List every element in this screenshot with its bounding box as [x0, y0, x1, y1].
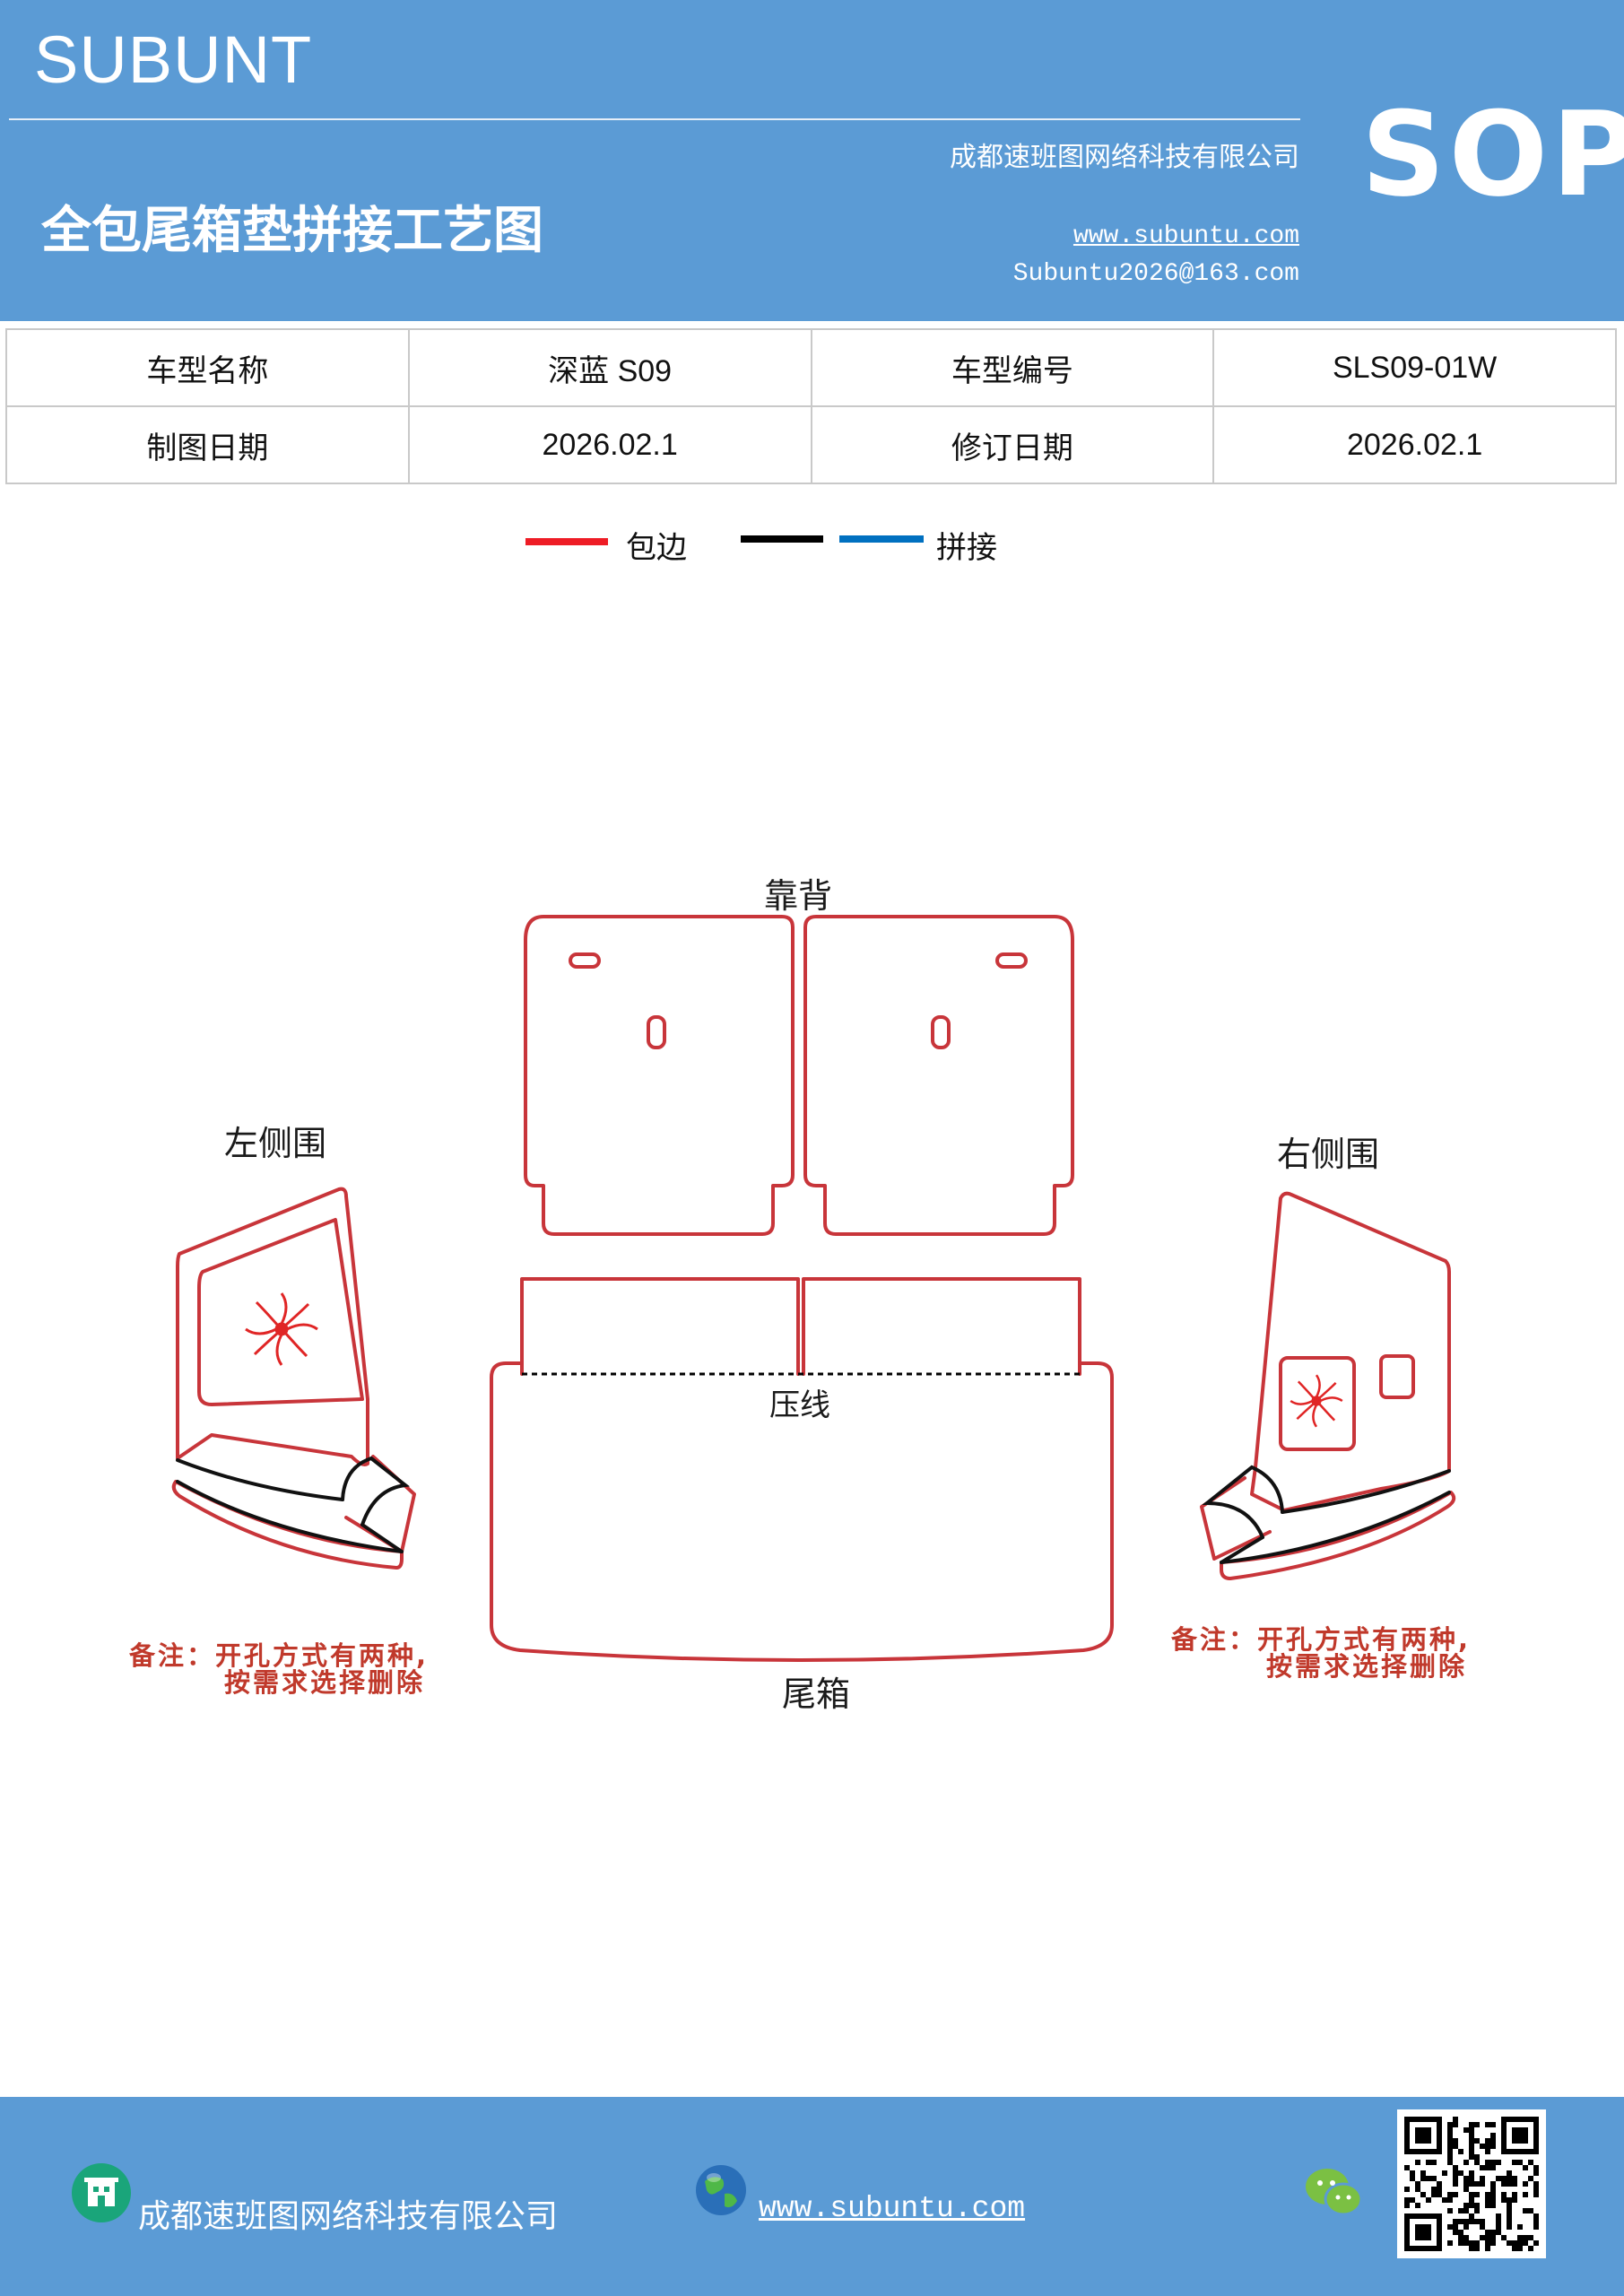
left-side-splice	[176, 1456, 411, 1553]
revise-date-value: 2026.02.1	[1212, 405, 1617, 484]
left-note-line2: 按需求选择删除	[224, 1667, 425, 1698]
table-row: 车型名称 深蓝 S09 车型编号 SLS09-01W	[5, 328, 1617, 407]
draw-date-label: 制图日期	[5, 405, 410, 484]
globe-icon	[692, 2161, 750, 2219]
right-note-line1: 备注：开孔方式有两种,	[1170, 1624, 1471, 1655]
header-divider	[9, 118, 1300, 120]
right-fan-icon	[1290, 1374, 1343, 1428]
legend-splice-label: 拼接	[936, 530, 997, 566]
backrest-left-hole	[647, 1015, 666, 1049]
footer-banner: 成都速班图网络科技有限公司 www.subuntu.com	[0, 2097, 1624, 2296]
backrest-left-panel	[524, 915, 795, 1236]
sop-mark: SOP	[1361, 86, 1624, 222]
table-row: 制图日期 2026.02.1 修订日期 2026.02.1	[5, 405, 1617, 484]
wechat-icon[interactable]	[1304, 2165, 1365, 2219]
backrest-label: 靠背	[764, 876, 832, 916]
footer-company: 成都速班图网络科技有限公司	[138, 2198, 559, 2235]
revise-date-label: 修订日期	[810, 405, 1215, 484]
model-code-value: SLS09-01W	[1212, 328, 1617, 407]
left-side-label: 左侧围	[224, 1124, 326, 1163]
draw-date-value: 2026.02.1	[407, 405, 812, 484]
left-side-panel	[171, 1187, 416, 1570]
right-side-panel	[1200, 1191, 1456, 1580]
right-note-line2: 按需求选择删除	[1266, 1651, 1467, 1682]
trunk-flap-left	[520, 1277, 800, 1376]
model-name-value: 深蓝 S09	[407, 328, 812, 407]
brand-name: SUBUNT	[34, 22, 313, 97]
header-banner: SUBUNT 成都速班图网络科技有限公司 全包尾箱垫拼接工艺图 www.subu…	[0, 0, 1624, 321]
trunk-label: 尾箱	[782, 1674, 850, 1714]
header-website-link[interactable]: www.subuntu.com	[1073, 222, 1299, 250]
trunk-flap-right	[802, 1277, 1081, 1376]
legend-edge-label: 包边	[626, 530, 687, 566]
building-icon	[72, 2163, 131, 2222]
trunk-main-panel	[490, 1361, 1114, 1662]
model-name-label: 车型名称	[5, 328, 410, 407]
backrest-left-slot	[569, 952, 601, 969]
backrest-right-hole	[931, 1015, 951, 1049]
left-fan-icon	[245, 1292, 318, 1366]
right-side-splice	[1202, 1465, 1451, 1564]
header-company: 成都速班图网络科技有限公司	[950, 142, 1299, 173]
left-note-line1: 备注：开孔方式有两种,	[128, 1640, 429, 1671]
header-email: Subuntu2026@163.com	[1012, 260, 1299, 288]
right-side-label: 右侧围	[1277, 1135, 1379, 1174]
backrest-right-slot	[995, 952, 1028, 969]
backrest-right-panel	[803, 915, 1074, 1236]
qr-code[interactable]	[1397, 2109, 1546, 2258]
info-table: 车型名称 深蓝 S09 车型编号 SLS09-01W 制图日期 2026.02.…	[5, 328, 1617, 484]
crease-label: 压线	[769, 1387, 830, 1423]
document-title: 全包尾箱垫拼接工艺图	[41, 202, 543, 260]
splicing-diagram: 包边 拼接 靠背 左侧围 右侧围 压线 尾箱 备注：开孔方式有两种, 按需求选择…	[128, 530, 1471, 1714]
footer-website-link[interactable]: www.subuntu.com	[759, 2192, 1026, 2225]
model-code-label: 车型编号	[810, 328, 1215, 407]
